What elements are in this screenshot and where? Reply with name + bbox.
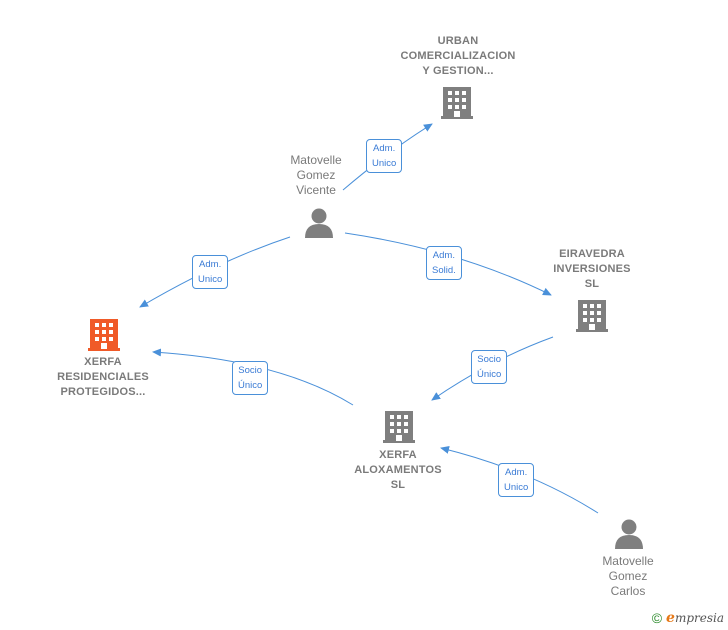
building-icon[interactable] [576, 300, 608, 332]
building-icon[interactable] [383, 411, 415, 443]
copyright-icon: © [651, 610, 663, 626]
node-label-carlos[interactable]: Matovelle Gomez Carlos [602, 554, 654, 598]
building-icon[interactable] [88, 319, 120, 351]
copyright-notice: © empresia [652, 610, 724, 626]
edge-label-vicente-xerfa-res: Adm. Unico [192, 255, 229, 289]
node-label-urban[interactable]: URBAN COMERCIALIZACION Y GESTION... [400, 35, 516, 77]
edge-label-vicente-eiravedra: Adm. Solid. [426, 246, 462, 280]
building-icon[interactable] [441, 87, 473, 119]
person-icon[interactable] [615, 519, 643, 550]
edge-label-carlos-xerfa-alo: Adm. Unico [498, 463, 535, 497]
person-icon[interactable] [305, 208, 333, 239]
node-label-xerfa-aloxamentos[interactable]: XERFA ALOXAMENTOS SL [354, 449, 442, 491]
node-label-vicente[interactable]: Matovelle Gomez Vicente [290, 153, 342, 197]
edge-label-xerfa-alo-xerfa-res: Socio Único [232, 361, 269, 395]
node-label-xerfa-residenciales[interactable]: XERFA RESIDENCIALES PROTEGIDOS... [57, 356, 149, 398]
brand-logo: empresia [666, 610, 724, 626]
edge-label-eiravedra-xerfa-alo: Socio Único [471, 350, 508, 384]
edge-label-vicente-urban: Adm. Unico [366, 139, 403, 173]
node-label-eiravedra[interactable]: EIRAVEDRA INVERSIONES SL [553, 248, 631, 290]
